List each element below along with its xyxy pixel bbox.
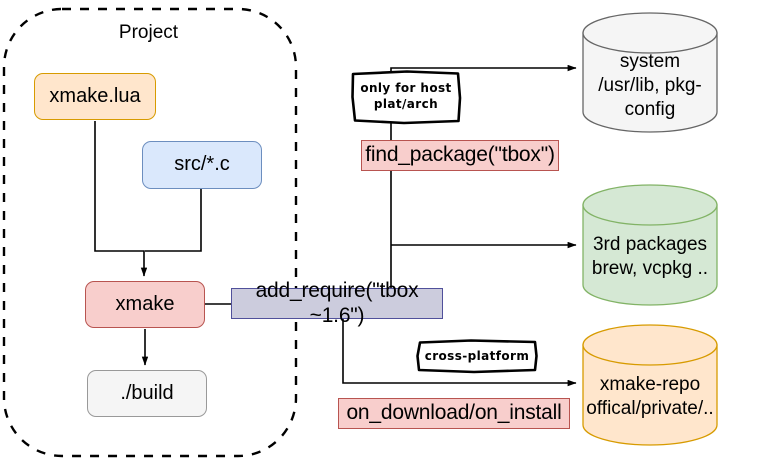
node-on-download-on-install[interactable]: on_download/on_install	[338, 398, 570, 429]
project-title: Project	[118, 22, 179, 43]
node-add-require[interactable]: add_require("tbox ~1.6")	[231, 279, 443, 327]
node-src-c[interactable]: src/*.c	[142, 141, 262, 189]
node-find-package[interactable]: find_package("tbox")	[361, 140, 559, 171]
node-xmake[interactable]: xmake	[85, 281, 205, 328]
store-repo-label: xmake-repo offical/private/..	[586, 374, 714, 419]
node-xmake-lua[interactable]: xmake.lua	[34, 73, 156, 120]
note-host-label: only for host plat/arch	[360, 81, 452, 111]
edge-lua-to-xmake	[94, 121, 148, 277]
edge-src-to-xmake	[145, 189, 202, 252]
node-build[interactable]: ./build	[87, 370, 207, 417]
note-cross-platform-label: cross-platform	[424, 348, 530, 363]
store-third-party-label: 3rd packages brew, vcpkg ..	[591, 234, 709, 279]
store-system-label: system /usr/lib, pkg-config	[598, 51, 702, 120]
